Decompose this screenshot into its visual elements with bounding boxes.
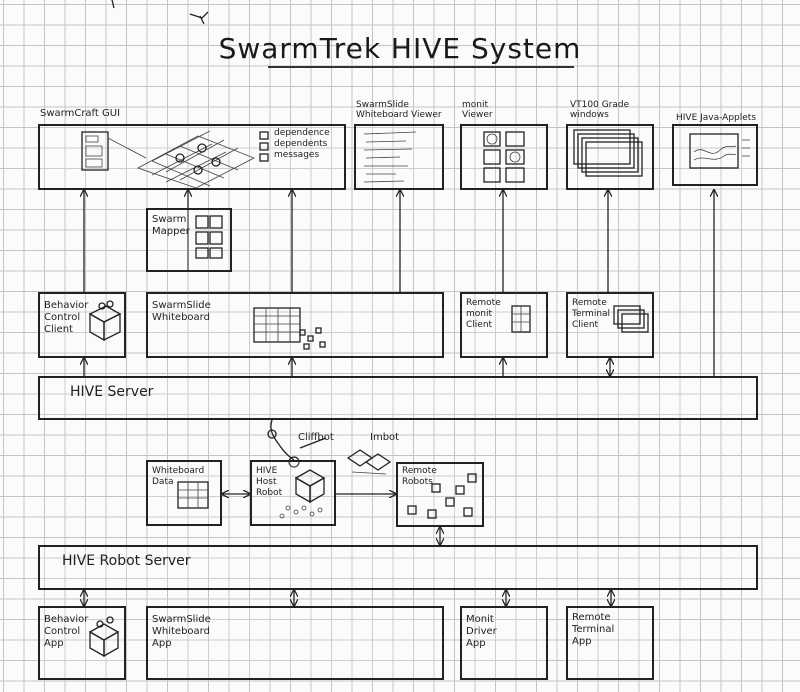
wire-server-host bbox=[270, 419, 295, 461]
vt100-box bbox=[566, 124, 654, 190]
monit-viewer-box bbox=[460, 124, 548, 190]
imbot-sketch bbox=[346, 449, 392, 475]
monitor-gauges-sketch bbox=[483, 131, 525, 183]
remote-monit-client-box: Remote monit Client bbox=[460, 292, 548, 358]
gui-legend-2: dependents bbox=[274, 139, 328, 149]
gui-legend-1: dependence bbox=[274, 128, 330, 138]
swarmslide-whiteboard-box: SwarmSlide Whiteboard bbox=[146, 292, 444, 358]
whiteboard-data-label: Whiteboard Data bbox=[152, 466, 205, 487]
remote-robots-label: Remote Robots bbox=[402, 466, 437, 487]
hive-java-box bbox=[672, 124, 758, 186]
hive-host-robot-box: HIVE Host Robot bbox=[250, 460, 336, 526]
hive-host-robot-label: HIVE Host Robot bbox=[256, 466, 283, 498]
hive-java-label: HIVE Java-Applets bbox=[676, 113, 757, 123]
swarmslide-whiteboard-label: SwarmSlide Whiteboard bbox=[152, 300, 211, 323]
remote-terminal-client-label: Remote Terminal Client bbox=[572, 298, 611, 330]
behavior-control-client-label: Behavior Control Client bbox=[44, 300, 89, 335]
cliffbot-label: Cliffbot bbox=[298, 432, 334, 443]
monit-viewer-label: monit Viewer bbox=[462, 100, 493, 120]
mapper-icons-sketch bbox=[195, 215, 223, 259]
swarmcraft-gui-label: SwarmCraft GUI bbox=[40, 108, 121, 119]
diagram-title: SwarmTrek HIVE System bbox=[218, 32, 582, 65]
remote-monit-client-label: Remote monit Client bbox=[466, 298, 501, 330]
stacked-windows-icon bbox=[573, 129, 643, 177]
terminal-stack-icon bbox=[613, 305, 649, 333]
whiteboard-grid-sketch bbox=[253, 307, 326, 350]
remote-terminal-app-box: Remote Terminal App bbox=[566, 606, 654, 680]
gui-legend-3: messages bbox=[274, 150, 320, 160]
monit-driver-app-box: Monit Driver App bbox=[460, 606, 548, 680]
remote-terminal-client-box: Remote Terminal Client bbox=[566, 292, 654, 358]
isometric-map-sketch bbox=[81, 130, 269, 188]
hive-server-box: HIVE Server bbox=[38, 376, 758, 420]
swarmcraft-gui-box: dependence dependents messages bbox=[38, 124, 346, 190]
swarm-mapper-label: Swarm Mapper bbox=[152, 214, 190, 237]
monit-grid-icon bbox=[511, 305, 531, 333]
whiteboard-data-box: Whiteboard Data bbox=[146, 460, 222, 526]
host-robot-cube-icon bbox=[279, 469, 326, 519]
hive-robot-server-label: HIVE Robot Server bbox=[62, 553, 191, 569]
swarmslide-viewer-box bbox=[354, 124, 444, 190]
swarmslide-viewer-label: SwarmSlide Whiteboard Viewer bbox=[356, 100, 442, 120]
monit-driver-app-label: Monit Driver App bbox=[466, 614, 497, 649]
vt100-label: VT100 Grade windows bbox=[570, 100, 630, 120]
remote-robots-icons bbox=[407, 473, 477, 519]
imbot-label: Imbot bbox=[370, 432, 400, 443]
remote-terminal-app-label: Remote Terminal App bbox=[572, 612, 615, 647]
swarmslide-whiteboard-app-box: SwarmSlide Whiteboard App bbox=[146, 606, 444, 680]
hive-server-label: HIVE Server bbox=[70, 384, 154, 400]
behavior-control-app-box: Behavior Control App bbox=[38, 606, 126, 680]
behavior-control-app-label: Behavior Control App bbox=[44, 614, 89, 649]
behavior-control-client-box: Behavior Control Client bbox=[38, 292, 126, 358]
robot-cube-icon bbox=[88, 300, 122, 342]
swarm-mapper-box: Swarm Mapper bbox=[146, 208, 232, 272]
app-robot-cube-icon bbox=[88, 616, 120, 658]
swarmslide-whiteboard-app-label: SwarmSlide Whiteboard App bbox=[152, 614, 211, 649]
remote-robots-box: Remote Robots bbox=[396, 462, 484, 527]
hive-robot-server-box: HIVE Robot Server bbox=[38, 545, 758, 590]
title-underline bbox=[268, 66, 574, 68]
whiteboard-lines-sketch bbox=[363, 131, 417, 183]
applet-chart-sketch bbox=[689, 133, 750, 169]
data-grid-sketch bbox=[177, 481, 209, 509]
